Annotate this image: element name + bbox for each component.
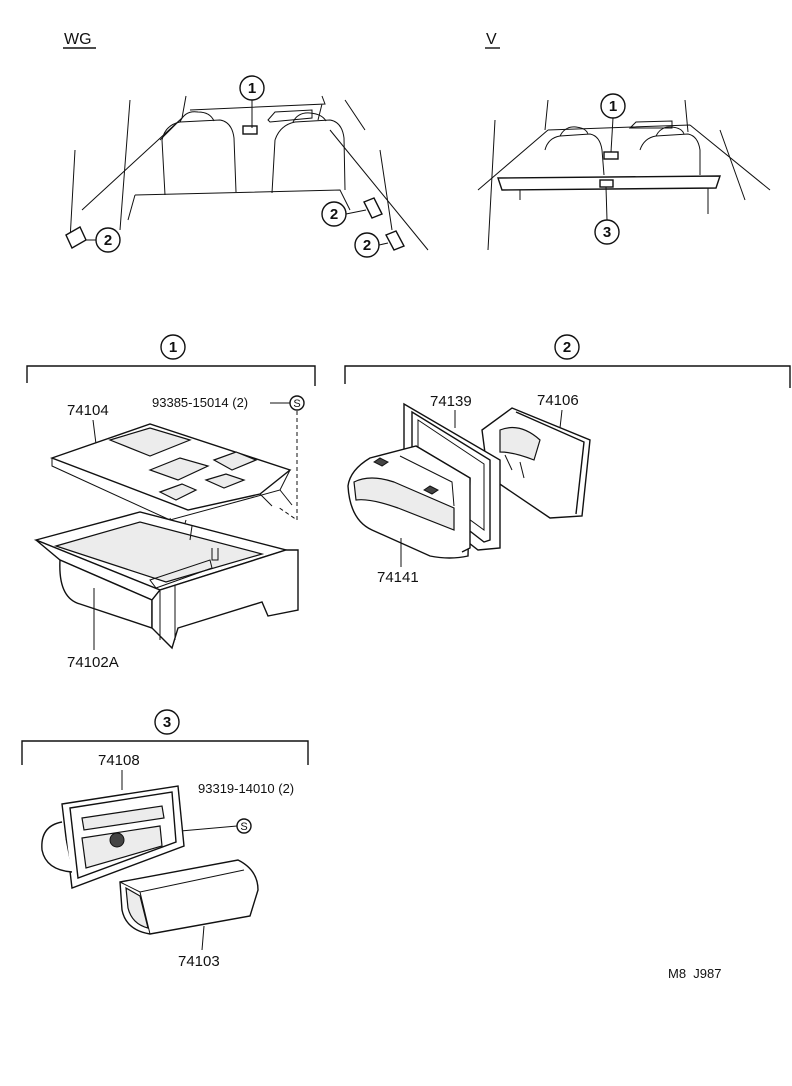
part-label-frame-3: 74108 — [98, 752, 140, 769]
leader-line — [605, 186, 608, 221]
leader-line — [201, 925, 205, 951]
part-label-frame: 74139 — [430, 393, 472, 410]
wg-vent-left — [65, 226, 87, 249]
part-label-screw-3: 93319-14010 (2) — [198, 781, 294, 796]
shelf-frame — [41, 785, 185, 889]
screw-symbol-circle — [289, 395, 305, 411]
group-2-bracket — [344, 365, 791, 388]
group-3-bracket — [21, 740, 309, 765]
diagram-code: M8 J987 — [668, 966, 721, 981]
part-label-box-3: 74103 — [178, 953, 220, 970]
callout-number: 2 — [104, 232, 112, 249]
view-wg-label: WG — [64, 31, 92, 48]
part-label-front: 74141 — [377, 569, 419, 586]
screw-symbol: S — [293, 398, 300, 410]
v-shelf-box-marker — [599, 179, 614, 188]
wg-interior-sketch — [65, 95, 429, 251]
leader-line — [345, 209, 367, 215]
callout-number: 1 — [609, 98, 617, 115]
group-3-number: 3 — [163, 714, 171, 731]
tray-lid — [49, 423, 293, 550]
group-2-number: 2 — [563, 339, 571, 356]
group-1-circle — [160, 334, 186, 360]
group-3-circle — [154, 709, 180, 735]
screw-symbol: S — [240, 821, 247, 833]
v-interior-sketch — [477, 99, 771, 251]
group-2-circle — [554, 334, 580, 360]
screw-hole — [109, 832, 125, 848]
part-label-box: 74102A — [67, 654, 119, 671]
group-1-bracket — [26, 365, 316, 386]
group-3: 3 74108 93319-14010 (2) S 74103 — [21, 709, 309, 970]
leader-line — [378, 242, 389, 246]
wg-vent-right-upper — [363, 197, 383, 219]
group-2: 2 74139 74106 74141 — [344, 334, 791, 586]
callout-number: 2 — [363, 237, 371, 254]
leader-line — [559, 409, 563, 429]
view-wg: WG 1 — [63, 31, 429, 258]
leader-line — [610, 117, 614, 153]
callout-number: 3 — [603, 224, 611, 241]
part-label-screw: 93385-15014 (2) — [152, 395, 248, 410]
callout-number: 1 — [248, 80, 256, 97]
view-v-label: V — [486, 31, 497, 48]
leader-line — [92, 419, 97, 445]
group-1: 1 74104 93385-15014 (2) S — [26, 334, 316, 671]
view-v: V 1 3 — [477, 31, 771, 251]
rear-housing — [481, 407, 591, 519]
wg-vent-right-lower — [385, 230, 405, 251]
group-1-number: 1 — [169, 339, 177, 356]
v-overhead-console-marker — [603, 151, 619, 160]
shelf-box — [119, 859, 259, 935]
front-bezel — [347, 445, 471, 559]
wg-overhead-console-marker — [242, 125, 258, 135]
storage-box — [33, 511, 299, 650]
part-label-rear: 74106 — [537, 392, 579, 409]
screw-dashed-leader — [277, 411, 298, 521]
callout-number: 2 — [330, 206, 338, 223]
part-label-tray: 74104 — [67, 402, 109, 419]
